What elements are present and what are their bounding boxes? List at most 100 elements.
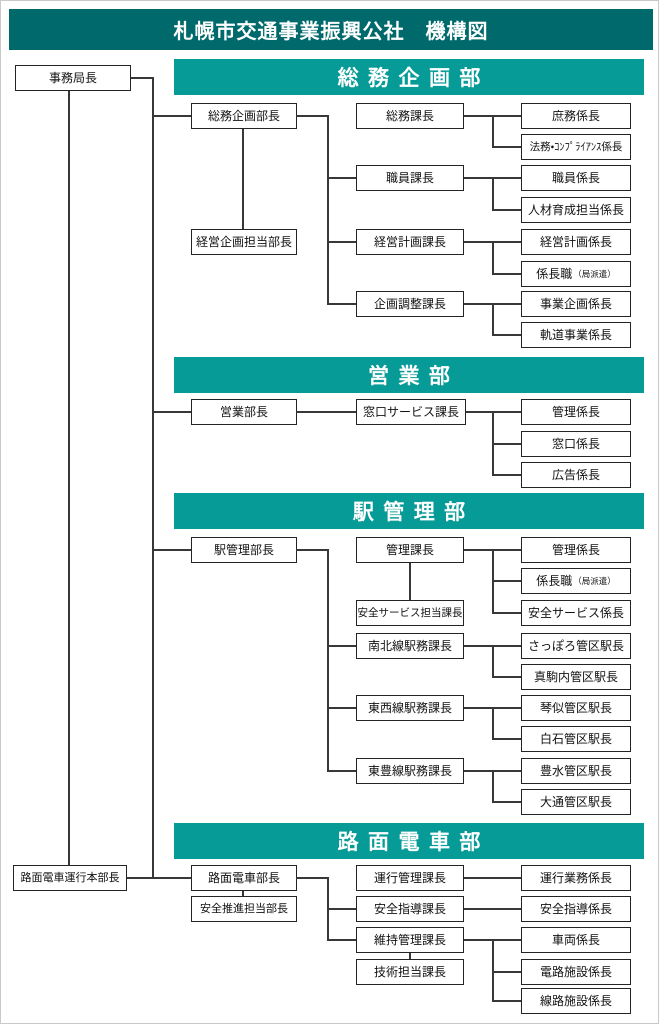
connector-line <box>327 177 356 179</box>
node-track-facilities-subsection-chief: 線路施設係長 <box>521 988 631 1014</box>
node-label: 係長職 <box>536 267 573 281</box>
connector-line <box>242 891 244 896</box>
node-safety-guidance-section-chief: 安全指導課長 <box>356 896 464 922</box>
node-general-affairs-planning-director: 総務企画部長 <box>191 103 297 129</box>
connector-line <box>131 77 153 79</box>
connector-line <box>409 953 411 959</box>
node-counter-service-section-chief: 窓口サービス課長 <box>356 399 466 425</box>
node-station-admin-section-chief: 管理課長 <box>356 537 464 563</box>
dept-header-label: 営業部 <box>368 365 460 388</box>
connector-line <box>492 1000 521 1002</box>
connector-line <box>492 770 494 803</box>
dept-header-label: 路面電車部 <box>337 831 490 854</box>
connector-line <box>152 549 191 551</box>
connector-line <box>492 273 521 275</box>
node-station-admin-subsection-chief: 管理係長 <box>521 537 631 563</box>
connector-line <box>464 877 521 879</box>
page-title: 札幌市交通事業振興公社 機構図 <box>173 21 489 43</box>
node-tram-director: 路面電車部長 <box>191 865 297 891</box>
connector-line <box>327 770 356 772</box>
connector-line <box>492 177 494 211</box>
node-subsection-chief-seconded-2: 係長職（局派遣） <box>521 568 631 594</box>
node-tram-operations-hq-director: 路面電車運行本部長 <box>13 865 127 891</box>
node-note-seconded: （局派遣） <box>573 268 616 279</box>
connector-line <box>492 707 494 740</box>
connector-line <box>327 939 356 941</box>
dept-header-tram: 路面電車部 <box>174 823 644 859</box>
dept-header-label: 総務企画部 <box>337 67 490 90</box>
connector-line <box>152 115 191 117</box>
node-label: 係長職 <box>536 574 573 588</box>
node-hr-development-subsection-chief: 人材育成担当係長 <box>521 197 631 223</box>
connector-line <box>152 77 154 879</box>
connector-line <box>464 908 521 910</box>
connector-line <box>68 91 70 865</box>
connector-line <box>492 443 521 445</box>
node-secretary-general: 事務局長 <box>15 65 131 91</box>
connector-line <box>327 303 356 305</box>
dept-header-sales: 営業部 <box>174 357 644 393</box>
connector-line <box>296 115 329 117</box>
node-safety-service-section-chief: 安全サービス担当課長 <box>356 600 464 626</box>
node-personnel-subsection-chief: 職員係長 <box>521 165 631 191</box>
connector-line <box>492 334 521 336</box>
connector-line <box>409 563 411 600</box>
connector-line <box>492 241 494 275</box>
connector-line <box>492 146 521 148</box>
connector-line <box>296 877 329 879</box>
connector-line <box>152 411 191 413</box>
node-odori-district-stationmaster: 大通管区駅長 <box>521 789 631 815</box>
node-legal-compliance-subsection-chief: 法務・ｺﾝﾌﾟﾗｲｱﾝｽ係長 <box>521 134 631 160</box>
connector-line <box>492 971 521 973</box>
connector-line <box>242 129 244 229</box>
connector-line <box>327 707 356 709</box>
node-management-planning-subsection-chief: 経営計画係長 <box>521 229 631 255</box>
connector-line <box>327 115 329 305</box>
connector-line <box>296 549 329 551</box>
node-tramway-business-subsection-chief: 軌道事業係長 <box>521 322 631 348</box>
dept-header-general-affairs-planning: 総務企画部 <box>174 59 644 95</box>
connector-line <box>492 209 521 211</box>
connector-line <box>492 612 521 614</box>
connector-line <box>327 241 356 243</box>
node-advertising-subsection-chief: 広告係長 <box>521 462 631 488</box>
node-planning-coordination-section-chief: 企画調整課長 <box>356 291 464 317</box>
node-operation-works-subsection-chief: 運行業務係長 <box>521 865 631 891</box>
title-bar: 札幌市交通事業振興公社 機構図 <box>9 9 653 50</box>
node-note-seconded: （局派遣） <box>573 575 616 586</box>
node-technology-section-chief: 技術担当課長 <box>356 959 464 985</box>
node-general-affairs-subsection-chief: 庶務係長 <box>521 103 631 129</box>
node-toho-line-station-section-chief: 東豊線駅務課長 <box>356 758 464 784</box>
connector-line <box>492 801 521 803</box>
connector-line <box>492 939 494 1002</box>
node-shiroishi-district-stationmaster: 白石管区駅長 <box>521 726 631 752</box>
node-general-affairs-section-chief: 総務課長 <box>356 103 464 129</box>
connector-line <box>492 474 521 476</box>
node-hosui-district-stationmaster: 豊水管区駅長 <box>521 758 631 784</box>
node-tozai-line-station-section-chief: 東西線駅務課長 <box>356 695 464 721</box>
node-station-management-director: 駅管理部長 <box>191 537 297 563</box>
node-counter-subsection-chief: 窓口係長 <box>521 431 631 457</box>
node-safety-service-subsection-chief: 安全サービス係長 <box>521 600 631 626</box>
node-namboku-line-station-section-chief: 南北線駅務課長 <box>356 633 464 659</box>
connector-line <box>296 411 356 413</box>
node-management-planning-section-chief: 経営計画課長 <box>356 229 464 255</box>
node-kotoni-district-stationmaster: 琴似管区駅長 <box>521 695 631 721</box>
connector-line <box>327 908 356 910</box>
node-personnel-section-chief: 職員課長 <box>356 165 464 191</box>
connector-line <box>327 645 356 647</box>
dept-header-station-management: 駅管理部 <box>174 493 644 529</box>
connector-line <box>492 580 521 582</box>
connector-line <box>492 115 494 148</box>
node-rolling-stock-subsection-chief: 車両係長 <box>521 927 631 953</box>
node-safety-promotion-deputy-director: 安全推進担当部長 <box>191 896 297 922</box>
node-subsection-chief-seconded-1: 係長職（局派遣） <box>521 261 631 287</box>
connector-line <box>492 738 521 740</box>
node-makomanai-district-stationmaster: 真駒内管区駅長 <box>521 664 631 690</box>
connector-line <box>492 645 494 678</box>
node-sales-director: 営業部長 <box>191 399 297 425</box>
node-safety-guidance-subsection-chief: 安全指導係長 <box>521 896 631 922</box>
node-operation-management-section-chief: 運行管理課長 <box>356 865 464 891</box>
node-sales-admin-subsection-chief: 管理係長 <box>521 399 631 425</box>
connector-line <box>127 877 191 879</box>
